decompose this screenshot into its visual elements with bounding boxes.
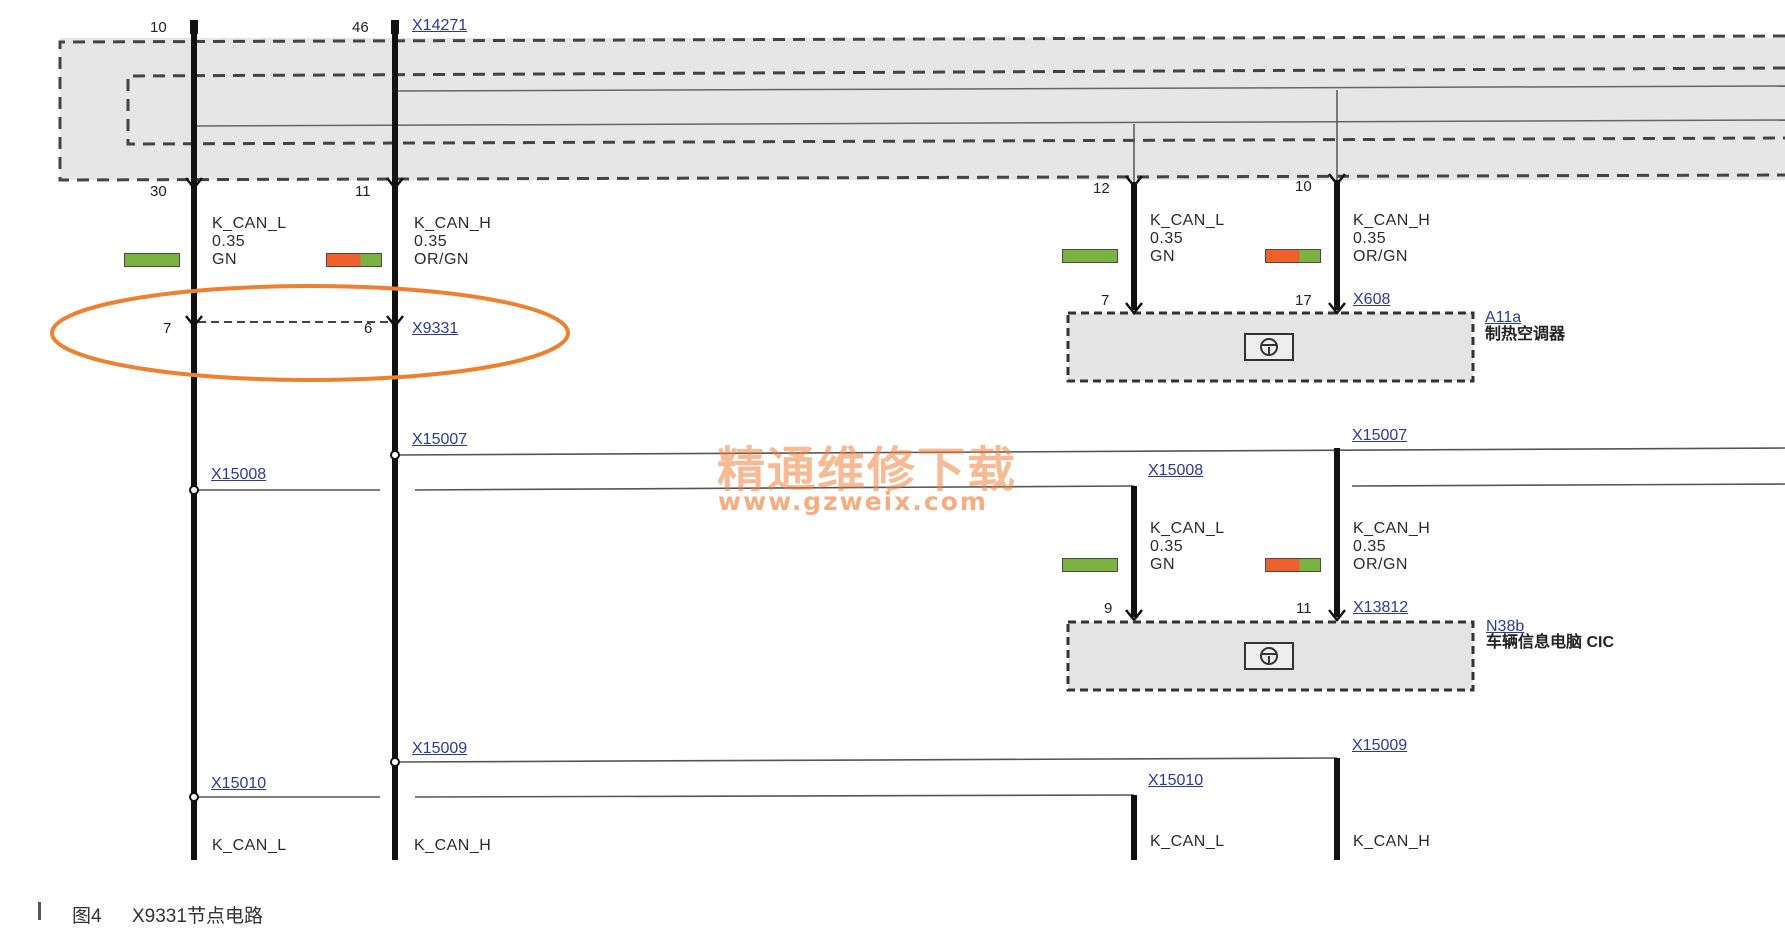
pin-stub-10 <box>190 20 198 34</box>
pin-number-10-right: 10 <box>1295 178 1312 195</box>
wire-color-swatch-gn <box>124 253 180 267</box>
connector-x608[interactable]: X608 <box>1353 291 1391 308</box>
wire-label-can-h-n38b: K_CAN_H <box>1353 520 1431 537</box>
wire-label-can-h: K_CAN_H <box>414 215 492 232</box>
wire-label-can-h-bottom: K_CAN_H <box>414 837 492 854</box>
wire-gauge-can-h-a11a: 0.35 <box>1353 230 1387 247</box>
connector-x13812[interactable]: X13812 <box>1353 599 1409 616</box>
wire-color-can-l-n38b: GN <box>1150 556 1175 573</box>
splice-x15007-left[interactable]: X15007 <box>412 431 468 448</box>
pin-number-30: 30 <box>150 183 167 200</box>
pin-number-top-right: 46 <box>352 19 369 36</box>
splice-x15008-right[interactable]: X15008 <box>1148 462 1204 479</box>
n38b-pin-11: 11 <box>1296 600 1312 617</box>
wire-color-swatch-gn-n38b <box>1062 558 1118 572</box>
pin-number-11: 11 <box>355 183 371 200</box>
x9331-highlight-ellipse <box>50 284 570 382</box>
wire-color-swatch-gn-a11a <box>1062 249 1118 263</box>
wire-color-swatch-orgn-n38b <box>1265 558 1321 572</box>
watermark-cn: 精通维修下载 <box>717 442 1018 498</box>
wire-label-can-l-a11a: K_CAN_L <box>1150 212 1225 229</box>
a11a-pin-7: 7 <box>1101 292 1110 309</box>
wire-color-can-h-n38b: OR/GN <box>1353 556 1408 573</box>
figure-caption-text: X9331节点电路 <box>132 906 263 927</box>
caption-marker <box>38 902 41 920</box>
wire-label-can-l-n38b: K_CAN_L <box>1150 520 1225 537</box>
splice-x15010-right[interactable]: X15010 <box>1148 772 1204 789</box>
pin-number-top-left: 10 <box>150 19 167 36</box>
n38b-id[interactable]: N38b <box>1486 618 1525 635</box>
x9331-pin-6: 6 <box>364 320 373 337</box>
splice-x15008-line-b <box>414 485 1135 491</box>
splice-x15007-line <box>394 447 1785 456</box>
internal-bus-box <box>126 66 1785 146</box>
steering-wheel-icon <box>1244 333 1294 361</box>
connector-x14271[interactable]: X14271 <box>412 17 468 34</box>
wire-label-can-l-bottom-right: K_CAN_L <box>1150 833 1225 850</box>
steering-wheel-icon <box>1244 642 1294 670</box>
splice-x15007-right[interactable]: X15007 <box>1352 427 1408 444</box>
control-unit-body <box>60 38 1785 180</box>
wire-gauge-can-h: 0.35 <box>414 233 448 250</box>
n38b-pin-9: 9 <box>1104 600 1113 617</box>
wire-label-can-h-a11a: K_CAN_H <box>1353 212 1431 229</box>
connector-x9331[interactable]: X9331 <box>412 320 459 337</box>
wire-gauge-can-l-a11a: 0.35 <box>1150 230 1184 247</box>
figure-caption-label: 图4 <box>72 906 102 927</box>
wire-color-swatch-orgn <box>326 253 382 267</box>
wire-gauge-can-h-n38b: 0.35 <box>1353 538 1387 555</box>
wire-color-can-h-a11a: OR/GN <box>1353 248 1408 265</box>
wire-gauge-can-l-n38b: 0.35 <box>1150 538 1184 555</box>
splice-x15009-line <box>394 757 1338 763</box>
wire-color-swatch-orgn-a11a <box>1265 249 1321 263</box>
internal-bus-l <box>193 119 1785 127</box>
n38b-name: 车辆信息电脑 CIC <box>1486 634 1615 651</box>
a11a-pin-17: 17 <box>1295 292 1312 309</box>
internal-bus-h <box>394 85 1785 92</box>
wire-label-can-l: K_CAN_L <box>212 215 287 232</box>
wire-color-can-l-a11a: GN <box>1150 248 1175 265</box>
splice-x15010-line-b <box>414 794 1135 798</box>
watermark-url: www.gzweix.com <box>718 487 988 516</box>
x9331-pin-7: 7 <box>163 320 172 337</box>
control-unit-border <box>58 34 1785 182</box>
splice-x15009-right[interactable]: X15009 <box>1352 737 1408 754</box>
a11a-name: 制热空调器 <box>1485 326 1566 343</box>
wire-color-can-l: GN <box>212 251 237 268</box>
wire-color-can-h: OR/GN <box>414 251 469 268</box>
wire-gauge-can-l: 0.35 <box>212 233 246 250</box>
pin-number-12: 12 <box>1093 180 1110 197</box>
splice-x15008-line-c <box>1351 483 1785 487</box>
splice-x15008-left[interactable]: X15008 <box>211 466 267 483</box>
wire-label-can-l-bottom: K_CAN_L <box>212 837 287 854</box>
splice-x15010-left[interactable]: X15010 <box>211 775 267 792</box>
pin-stub-46 <box>391 20 399 34</box>
splice-x15009-left[interactable]: X15009 <box>412 740 468 757</box>
a11a-id[interactable]: A11a <box>1485 309 1522 326</box>
wire-label-can-h-bottom-right: K_CAN_H <box>1353 833 1431 850</box>
